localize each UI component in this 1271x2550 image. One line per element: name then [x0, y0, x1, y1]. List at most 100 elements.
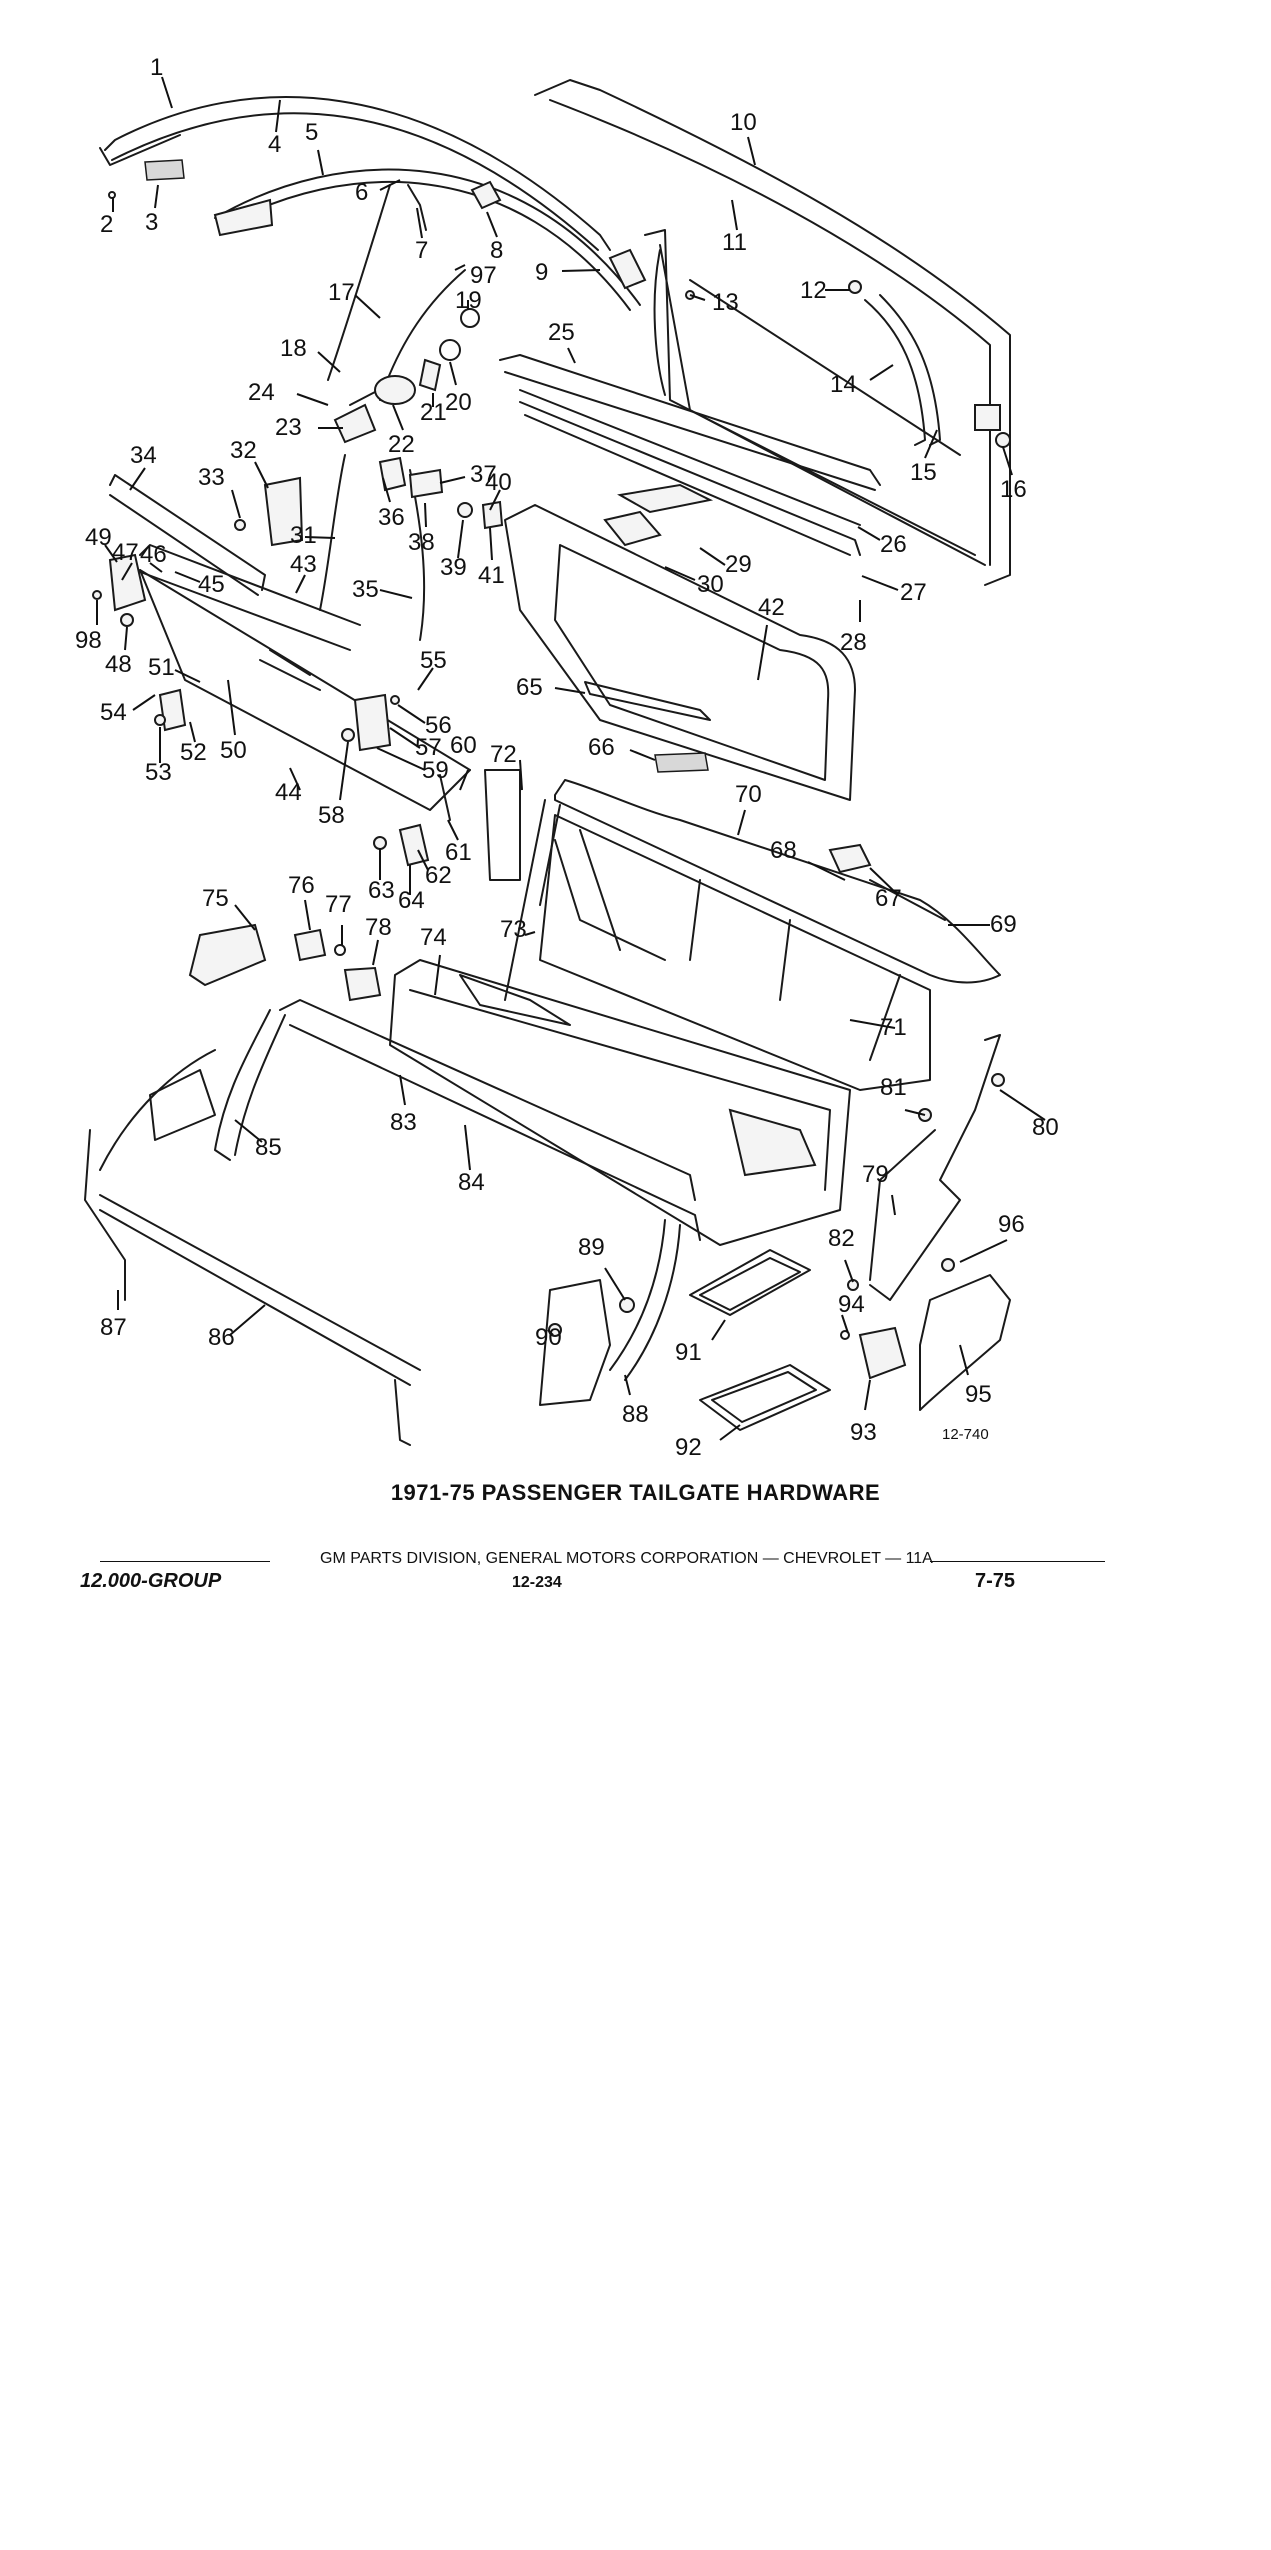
callout-84: 84 — [458, 1169, 485, 1196]
callout-83: 83 — [390, 1109, 417, 1136]
footer-page: 12-234 — [512, 1574, 562, 1591]
footer-group: 12.000-GROUP — [80, 1570, 222, 1592]
callout-78: 78 — [365, 914, 392, 941]
callout-24: 24 — [248, 379, 275, 406]
callout-53: 53 — [145, 759, 172, 786]
callout-56: 56 — [425, 712, 452, 739]
callout-94: 94 — [838, 1291, 865, 1318]
callout-71: 71 — [880, 1014, 907, 1041]
callout-35: 35 — [352, 576, 379, 603]
callout-28: 28 — [840, 629, 867, 656]
callout-10: 10 — [730, 109, 757, 136]
callout-57: 57 — [415, 734, 442, 761]
callout-67: 67 — [875, 885, 902, 912]
callout-90: 90 — [535, 1324, 562, 1351]
callout-47: 47 — [112, 539, 139, 566]
callout-50: 50 — [220, 737, 247, 764]
callout-32: 32 — [230, 437, 257, 464]
callout-11: 11 — [722, 229, 747, 256]
callout-63: 63 — [368, 877, 395, 904]
callout-87: 87 — [100, 1314, 127, 1341]
callout-42: 42 — [758, 594, 785, 621]
callout-75: 75 — [202, 885, 229, 912]
callout-30: 30 — [697, 571, 724, 598]
callout-14: 14 — [830, 371, 857, 398]
footer-date: 7-75 — [975, 1570, 1016, 1592]
callout-8: 8 — [490, 237, 503, 264]
callout-31: 31 — [290, 522, 317, 549]
callout-73: 73 — [500, 916, 527, 943]
callout-20: 20 — [445, 389, 472, 416]
callout-55: 55 — [420, 647, 447, 674]
callout-22: 22 — [388, 431, 415, 458]
callout-6: 6 — [355, 179, 368, 206]
callout-96: 96 — [998, 1211, 1025, 1238]
callout-23: 23 — [275, 414, 302, 441]
callout-92: 92 — [675, 1434, 702, 1461]
callout-21: 21 — [420, 399, 447, 426]
callout-34: 34 — [130, 442, 157, 469]
callout-46: 46 — [140, 541, 167, 568]
callout-4: 4 — [268, 131, 281, 158]
callout-5: 5 — [305, 119, 318, 146]
callout-85: 85 — [255, 1134, 282, 1161]
callout-7: 7 — [415, 237, 428, 264]
callout-95: 95 — [965, 1381, 992, 1408]
callout-70: 70 — [735, 781, 762, 808]
callout-65: 65 — [516, 674, 543, 701]
callout-81: 81 — [880, 1074, 907, 1101]
callout-77: 77 — [325, 891, 352, 918]
callout-26: 26 — [880, 531, 907, 558]
callout-60: 60 — [450, 732, 477, 759]
callout-2: 2 — [100, 211, 113, 238]
callout-74: 74 — [420, 924, 447, 951]
callout-86: 86 — [208, 1324, 235, 1351]
callout-80: 80 — [1032, 1114, 1059, 1141]
callout-93: 93 — [850, 1419, 877, 1446]
callout-19: 19 — [455, 287, 482, 314]
callout-13: 13 — [712, 289, 739, 316]
callout-49: 49 — [85, 524, 112, 551]
callout-44: 44 — [275, 779, 302, 806]
footer-rule-left — [100, 1561, 270, 1562]
callout-40: 40 — [485, 469, 512, 496]
callout-82: 82 — [828, 1225, 855, 1252]
callout-88: 88 — [622, 1401, 649, 1428]
callout-leaders — [96, 76, 1046, 1441]
callout-48: 48 — [105, 651, 132, 678]
callout-98: 98 — [75, 627, 102, 654]
callout-9: 9 — [535, 259, 548, 286]
callout-64: 64 — [398, 887, 425, 914]
callout-66: 66 — [588, 734, 615, 761]
callout-52: 52 — [180, 739, 207, 766]
callout-41: 41 — [478, 562, 505, 589]
callout-61: 61 — [445, 839, 472, 866]
callout-25: 25 — [548, 319, 575, 346]
footer-division-line: GM PARTS DIVISION, GENERAL MOTORS CORPOR… — [80, 1550, 1105, 1574]
callout-33: 33 — [198, 464, 225, 491]
callout-79: 79 — [862, 1161, 889, 1188]
callout-15: 15 — [910, 459, 937, 486]
callout-59: 59 — [422, 757, 449, 784]
callout-62: 62 — [425, 862, 452, 889]
callout-97: 97 — [470, 262, 497, 289]
callout-76: 76 — [288, 872, 315, 899]
callout-68: 68 — [770, 837, 797, 864]
callout-54: 54 — [100, 699, 127, 726]
callout-39: 39 — [440, 554, 467, 581]
diagram-caption: 1971-75 PASSENGER TAILGATE HARDWARE — [390, 1480, 881, 1505]
callout-3: 3 — [145, 209, 158, 236]
callout-91: 91 — [675, 1339, 702, 1366]
callout-58: 58 — [318, 802, 345, 829]
figure-code: 12-740 — [942, 1426, 989, 1443]
callout-17: 17 — [328, 279, 355, 306]
callout-51: 51 — [148, 654, 175, 681]
callout-37: 37 — [470, 461, 497, 488]
footer-division: GM PARTS DIVISION, GENERAL MOTORS CORPOR… — [320, 1550, 933, 1567]
callout-27: 27 — [900, 579, 927, 606]
footer-rule-right — [930, 1561, 1105, 1562]
callout-16: 16 — [1000, 476, 1027, 503]
callout-89: 89 — [578, 1234, 605, 1261]
callout-1: 1 — [150, 54, 163, 81]
callout-29: 29 — [725, 551, 752, 578]
